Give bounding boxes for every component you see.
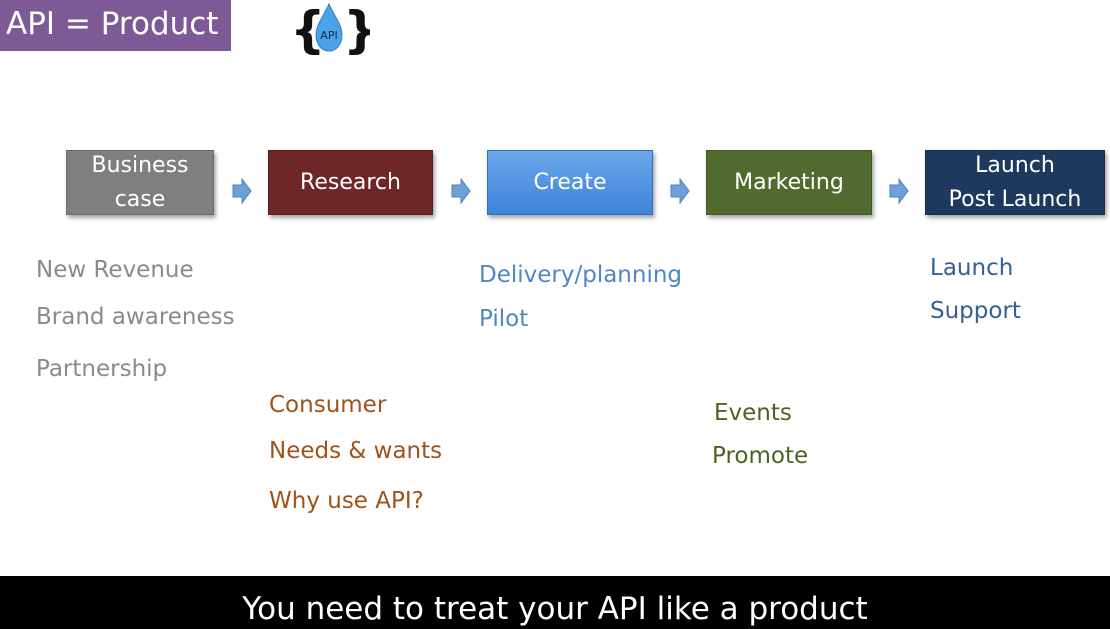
- subtitle-caption: You need to treat your API like a produc…: [0, 576, 1110, 629]
- arrow-right-icon: [451, 178, 471, 204]
- step-create: Create: [487, 150, 653, 215]
- create-item: Pilot: [479, 306, 529, 332]
- business-case-item: Partnership: [36, 356, 168, 382]
- arrow-right-icon: [232, 178, 252, 204]
- slide-title: API = Product: [0, 0, 231, 51]
- business-case-item: New Revenue: [36, 257, 194, 283]
- step-business-case: Business case: [66, 150, 214, 215]
- svg-text:}: }: [343, 1, 370, 59]
- api-logo: { } API: [288, 0, 379, 60]
- create-item: Delivery/planning: [479, 262, 683, 288]
- research-item: Why use API?: [269, 488, 424, 514]
- step-label: Launch Post Launch: [948, 152, 1082, 212]
- marketing-item: Promote: [712, 443, 809, 469]
- arrow-right-icon: [670, 178, 690, 204]
- logo-text: API: [320, 29, 337, 42]
- step-label: Business case: [91, 152, 189, 212]
- launch-item: Support: [930, 298, 1021, 324]
- step-launch: Launch Post Launch: [925, 150, 1105, 215]
- research-item: Consumer: [269, 392, 387, 418]
- launch-item: Launch: [930, 255, 1014, 281]
- arrow-right-icon: [889, 178, 909, 204]
- step-marketing: Marketing: [706, 150, 872, 215]
- step-label: Marketing: [734, 169, 844, 195]
- api-droplet-braces-icon: { } API: [290, 1, 379, 59]
- step-label: Create: [533, 169, 607, 195]
- step-label: Research: [300, 169, 401, 195]
- marketing-item: Events: [714, 400, 792, 426]
- business-case-item: Brand awareness: [36, 304, 235, 330]
- step-research: Research: [268, 150, 433, 215]
- research-item: Needs & wants: [269, 438, 443, 464]
